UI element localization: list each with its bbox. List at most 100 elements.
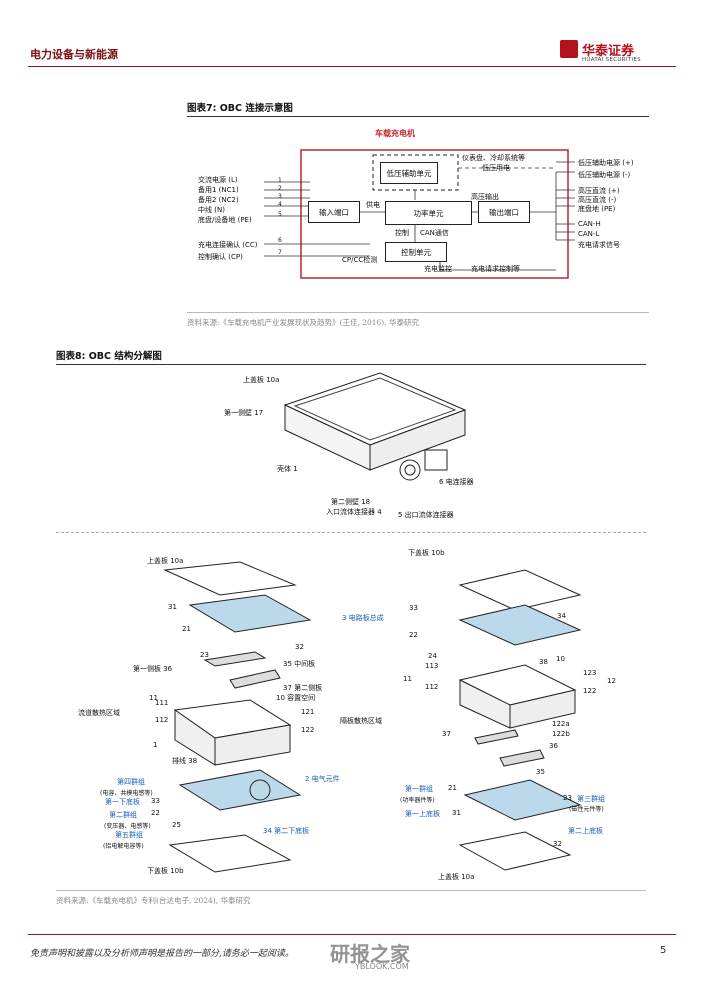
r-n112: 112 (425, 683, 439, 691)
input-label: 底盘/设备地 (PE) (198, 216, 252, 224)
aux-unit-box: 低压辅助单元 (380, 162, 438, 184)
figure7-title-rule (187, 116, 649, 117)
r-g1: 第一群组 (405, 785, 433, 793)
l-g4: 第四群组 (117, 778, 145, 786)
l-n11: 11 (149, 694, 158, 702)
r-n38: 38 (539, 658, 548, 666)
l-mid: 35 中间板 (283, 660, 316, 668)
l-n31: 31 (168, 603, 177, 611)
input-num: 3 (278, 193, 282, 200)
figure7-title: 图表7: OBC 连接示意图 (187, 103, 293, 114)
input-label: 中线 (N) (198, 206, 225, 214)
r-n12: 12 (607, 677, 616, 685)
input-port-box: 输入端口 (308, 201, 360, 223)
l-top-cover: 上盖板 10a (147, 557, 184, 565)
r-n21: 21 (448, 784, 457, 792)
figure7-bottom-rule (187, 312, 649, 313)
right-exploded-drawing (458, 569, 582, 871)
signal-num: 6 (278, 237, 282, 244)
r-n23: 23 (563, 794, 572, 802)
input-label: 备用1 (NC1) (198, 186, 239, 194)
aux-dashed-box (372, 154, 459, 191)
inlet-connector-label: 入口流体连接器 4 (326, 508, 382, 516)
input-num: 5 (278, 211, 282, 218)
brand-logo-icon (560, 40, 578, 58)
page-number: 5 (660, 945, 667, 956)
second-side-wall-label: 第二侧壁 18 (331, 498, 371, 506)
r-n10: 10 (556, 655, 565, 663)
l-n21: 21 (182, 625, 191, 633)
left-exploded-drawing (163, 561, 312, 873)
r-n34: 34 (557, 612, 566, 620)
shell-label: 壳体 1 (277, 465, 298, 473)
figure7-source: 资料来源:《车载充电机产业发展现状及趋势》(王佳, 2016), 华泰研究 (187, 318, 420, 327)
l-wire: 排线 38 (172, 757, 198, 765)
output-label: 底盘地 (PE) (578, 205, 616, 213)
l-second-bottom: 34 第二下底板 (263, 827, 310, 835)
watermark-url: YBLOOK.COM (355, 962, 409, 971)
r-n11: 11 (403, 675, 412, 683)
l-n121: 121 (301, 708, 315, 716)
l-n1: 1 (153, 741, 158, 749)
r-g3: 第三群组 (577, 795, 605, 803)
l-n22: 22 (151, 809, 160, 817)
footer-disclaimer: 免责声明和披露以及分析师声明是报告的一部分,请务必一起阅读。 (30, 949, 294, 959)
input-label: 备用2 (NC2) (198, 196, 239, 204)
charge-monitor-label: 充电监控 (424, 265, 452, 273)
signal-label: 充电连接确认 (CC) (198, 241, 258, 249)
l-g2-desc: (变压器、电感等) (104, 823, 151, 830)
figure8-separator (56, 532, 646, 533)
input-num: 4 (278, 201, 282, 208)
figure8-source: 资料来源:《车载充电机》专利(台达电子, 2024), 华泰研究 (56, 896, 251, 905)
footer-divider (28, 934, 676, 935)
hv-output-label: 高压输出 (471, 193, 499, 201)
figure8-bottom-rule (56, 890, 646, 891)
first-side-wall-label: 第一侧壁 17 (224, 409, 264, 417)
control-unit-box: 控制单元 (385, 242, 447, 262)
l-second-side: 37 第二侧板 (283, 684, 323, 692)
r-n33: 33 (409, 604, 418, 612)
r-n24: 24 (428, 652, 437, 660)
obc-frame (300, 149, 569, 279)
header-divider (28, 66, 676, 67)
r-n122a: 122a (552, 720, 570, 728)
l-g2: 第二群组 (109, 811, 137, 819)
r-n113: 113 (425, 662, 439, 670)
l-n25: 25 (172, 821, 181, 829)
output-label: CAN-H (578, 220, 601, 228)
r-n35: 35 (536, 768, 545, 776)
r-n122: 122 (583, 687, 597, 695)
r-g1-desc: (功率器件等) (400, 797, 435, 804)
obc-assembly-drawing (283, 372, 467, 481)
input-label: 交流电源 (L) (198, 176, 238, 184)
r-n22: 22 (409, 631, 418, 639)
lv-use-label: 低压用电 (482, 164, 510, 172)
output-port-box: 输出端口 (478, 201, 530, 223)
l-n112: 112 (155, 716, 169, 724)
output-label: CAN-L (578, 230, 600, 238)
l-n122: 122 (301, 726, 315, 734)
section-title: 电力设备与新能源 (30, 48, 118, 61)
output-label: 低压辅助电源 (+) (578, 159, 634, 167)
r-n31: 31 (452, 809, 461, 817)
r-n32: 32 (553, 840, 562, 848)
l-channel: 流道散热区域 (78, 709, 120, 717)
l-n111: 111 (155, 699, 169, 707)
cpcc-label: CP/CC检测 (342, 256, 378, 264)
r-top-cover: 上盖板 10a (438, 873, 475, 881)
input-num: 1 (278, 177, 282, 184)
output-label: 低压辅助电源 (-) (578, 171, 631, 179)
l-n33: 33 (151, 797, 160, 805)
l-pcb: 3 电路板总成 (342, 614, 384, 622)
top-cover-label: 上盖板 10a (243, 376, 280, 384)
brand-name-en: HUATAI SECURITIES (582, 57, 641, 63)
l-first-side: 第一侧板 36 (133, 665, 173, 673)
control-label: 控制 (395, 229, 409, 237)
output-label: 高压直流 (-) (578, 196, 617, 204)
l-n23: 23 (200, 651, 209, 659)
l-first-bottom: 第一下底板 (105, 798, 140, 806)
r-n37: 37 (442, 730, 451, 738)
electric-connector-label: 6 电连接器 (439, 478, 474, 486)
can-label: CAN通信 (420, 229, 449, 237)
charge-request-label: 充电请求控制等 (471, 265, 520, 273)
